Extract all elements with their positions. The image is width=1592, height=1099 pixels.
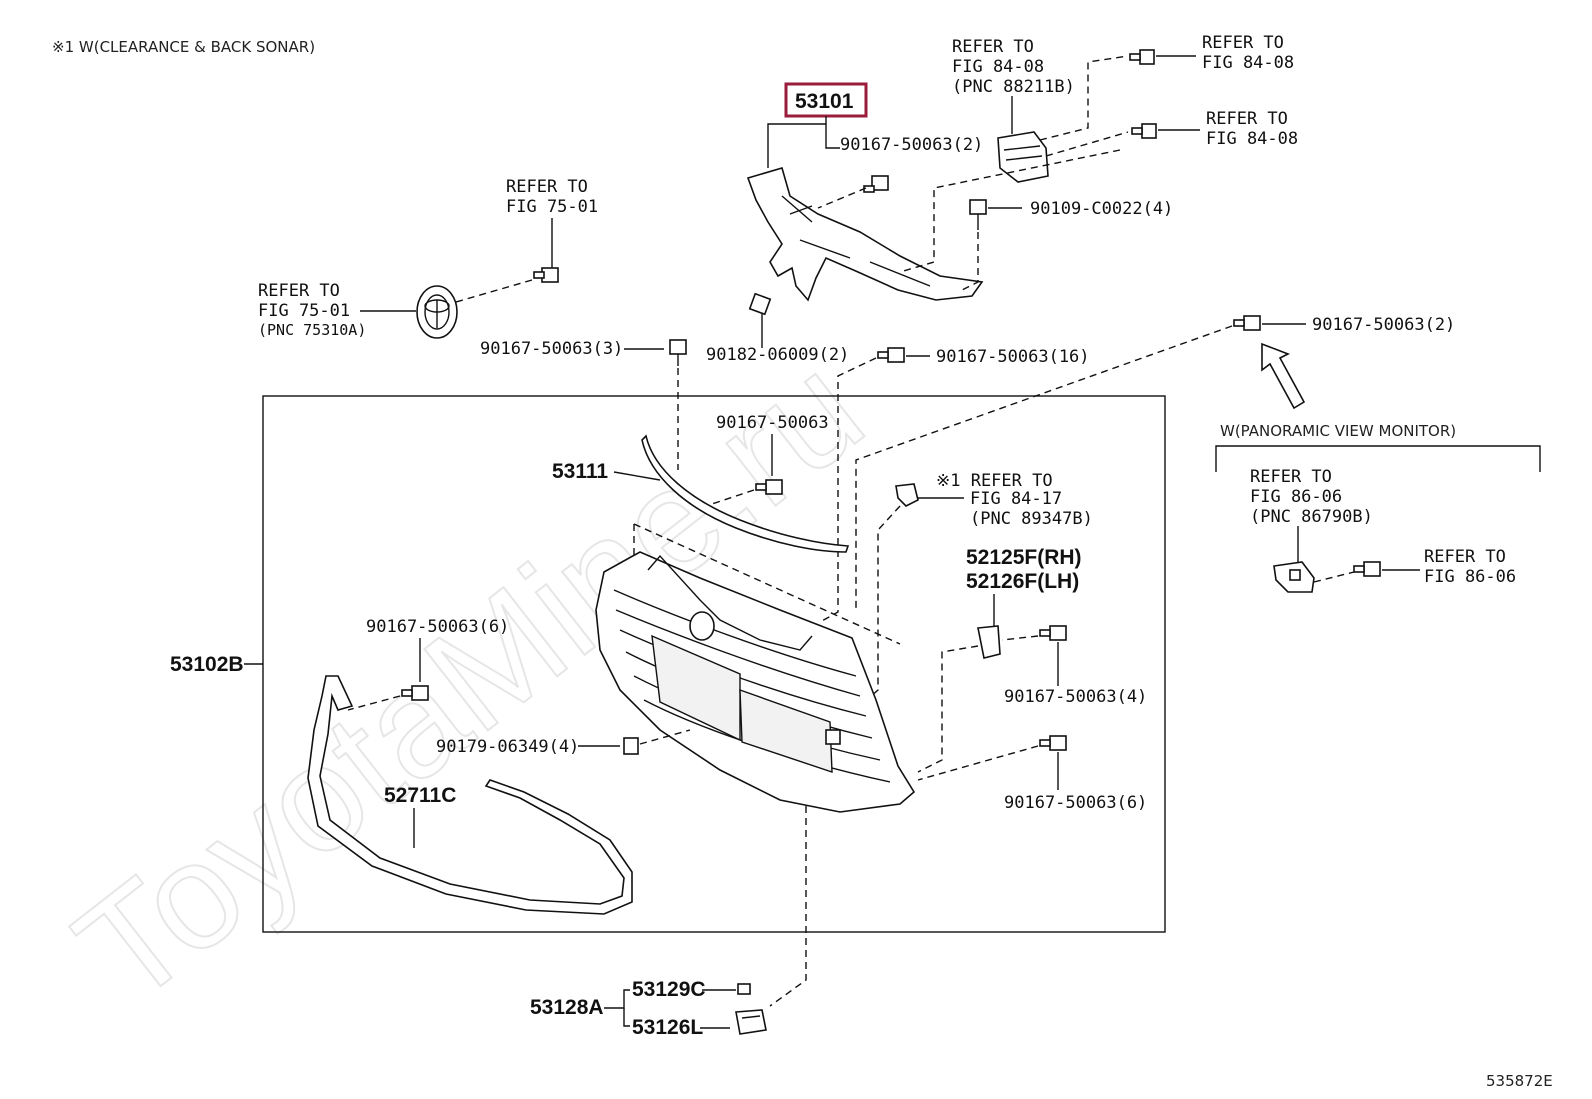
- bolt-icon: [1131, 123, 1157, 139]
- ref-fig-75-01-b-line2[interactable]: FIG 75-01: [258, 301, 350, 321]
- ref-fig-86-06-b-line2[interactable]: FIG 86-06: [1424, 567, 1516, 587]
- dash-leader: [769, 806, 807, 1007]
- dash-leader: [1039, 55, 1129, 141]
- cap-icon: [737, 983, 751, 995]
- ref-fig-84-08-a-line3[interactable]: (PNC 88211B): [952, 77, 1075, 97]
- bolt-label-90109-c0022[interactable]: 90109-C0022(4): [1030, 199, 1173, 219]
- bolt-icon: [1233, 315, 1261, 331]
- part-number-52126f-lh[interactable]: 52126F(LH): [966, 570, 1079, 593]
- dash-leader: [455, 279, 533, 303]
- bolt-label-90167-50063-6-right[interactable]: 90167-50063(6): [1004, 793, 1147, 813]
- part-number-53128a[interactable]: 53128A: [530, 996, 604, 1019]
- ref-fig-84-08-b-line2[interactable]: FIG 84-08: [1202, 53, 1294, 73]
- ref-fig-84-08-c-line2[interactable]: FIG 84-08: [1206, 129, 1298, 149]
- upper-support-bracket: [746, 167, 984, 302]
- bolt-label-90167-50063-single[interactable]: 90167-50063: [716, 413, 829, 433]
- ref-fig-84-08-c-line1[interactable]: REFER TO: [1206, 109, 1288, 129]
- bolt-icon: [1039, 735, 1067, 751]
- clearance-sensor-icon: [997, 131, 1049, 183]
- part-number-53129c[interactable]: 53129C: [632, 978, 706, 1001]
- clip-label-90179-06349-4[interactable]: 90179-06349(4): [436, 737, 579, 757]
- bolt-icon: [1039, 625, 1067, 641]
- part-number-52711c[interactable]: 52711C: [384, 784, 456, 807]
- ref-fig-84-17-line2[interactable]: FIG 84-17: [970, 489, 1062, 509]
- note-clearance-back-sonar: ※1 W(CLEARANCE & BACK SONAR): [52, 38, 315, 56]
- dash-leader: [855, 325, 1233, 610]
- dash-leader: [1001, 635, 1039, 641]
- radiator-grille-53111: [595, 523, 916, 813]
- leader: [623, 1008, 630, 1027]
- part-number-53102b[interactable]: 53102B: [170, 653, 244, 676]
- bolt-icon: [755, 479, 783, 495]
- leader-53101-bracket: [767, 116, 827, 168]
- bolt-icon: [863, 175, 889, 193]
- dash-leader: [1313, 571, 1355, 583]
- clip-icon: [623, 737, 639, 755]
- ref-fig-84-08-b-line1[interactable]: REFER TO: [1202, 33, 1284, 53]
- bolt-icon: [401, 685, 429, 701]
- dash-leader: [961, 232, 979, 291]
- bolt-label-90167-50063-16[interactable]: 90167-50063(16): [936, 347, 1090, 367]
- arrow-up-icon: [1261, 342, 1306, 410]
- part-number-53101[interactable]: 53101: [795, 90, 854, 113]
- diagram-id: 535872E: [1486, 1072, 1553, 1090]
- ref-fig-86-06-b-line1[interactable]: REFER TO: [1424, 547, 1506, 567]
- part-number-53111[interactable]: 53111: [552, 460, 608, 483]
- ref-fig-84-08-a-line2[interactable]: FIG 84-08: [952, 57, 1044, 77]
- bolt-label-90167-50063-2-right[interactable]: 90167-50063(2): [1312, 315, 1455, 335]
- bolt-icon: [1353, 561, 1381, 577]
- towing-hook-cover-icon: [735, 1009, 767, 1035]
- bracket-panoramic: [1215, 445, 1541, 472]
- dash-leader: [819, 357, 877, 623]
- part-number-53126l[interactable]: 53126L: [632, 1016, 703, 1039]
- ref-fig-75-01-b-line3[interactable]: (PNC 75310A): [258, 321, 366, 339]
- dash-leader: [711, 489, 755, 505]
- bolt-label-90167-50063-3[interactable]: 90167-50063(3): [480, 339, 623, 359]
- ref-fig-75-01-a-line1[interactable]: REFER TO: [506, 177, 588, 197]
- ref-fig-86-06-a-line2[interactable]: FIG 86-06: [1250, 487, 1342, 507]
- bolt-label-90167-50063-6-left[interactable]: 90167-50063(6): [366, 617, 509, 637]
- nut-label-90182-06009-2[interactable]: 90182-06009(2): [706, 345, 849, 365]
- bolt-icon: [669, 339, 687, 366]
- dash-leader: [817, 187, 867, 209]
- ref-fig-75-01-b-line1[interactable]: REFER TO: [258, 281, 340, 301]
- retainer-bracket-icon: [977, 625, 1001, 659]
- nut-icon: [748, 292, 772, 316]
- camera-icon: [1273, 561, 1315, 593]
- ref-fig-84-08-a-line1[interactable]: REFER TO: [952, 37, 1034, 57]
- dash-leader: [1045, 131, 1129, 157]
- bolt-icon: [877, 347, 905, 363]
- dash-leader: [639, 729, 691, 745]
- ref-fig-75-01-a-line2[interactable]: FIG 75-01: [506, 197, 598, 217]
- sonar-sensor-bracket-icon: [895, 483, 919, 507]
- dash-leader: [347, 695, 401, 711]
- leader: [604, 989, 630, 1009]
- grille-lower-molding-52711c: [307, 675, 633, 915]
- dash-leader: [899, 149, 1121, 273]
- bolt-icon: [533, 267, 559, 283]
- ref-fig-86-06-a-line3[interactable]: (PNC 86790B): [1250, 507, 1373, 527]
- toyota-emblem-icon: [416, 285, 458, 339]
- bolt-label-90167-50063-2-top[interactable]: 90167-50063(2): [840, 135, 983, 155]
- bolt-icon: [969, 199, 987, 230]
- leader-53101-bolt: [825, 124, 840, 149]
- bolt-label-90167-50063-4[interactable]: 90167-50063(4): [1004, 687, 1147, 707]
- ref-fig-84-17-line3[interactable]: (PNC 89347B): [970, 509, 1093, 529]
- bolt-icon: [1129, 49, 1155, 65]
- part-number-52125f-rh[interactable]: 52125F(RH): [966, 546, 1082, 569]
- grille-upper-molding-53111: [641, 434, 850, 553]
- dash-leader: [917, 745, 1039, 781]
- note-panoramic-view-monitor: W(PANORAMIC VIEW MONITOR): [1220, 422, 1456, 440]
- dash-leader: [917, 645, 979, 773]
- leader: [613, 471, 661, 481]
- ref-fig-86-06-a-line1[interactable]: REFER TO: [1250, 467, 1332, 487]
- dash-leader: [861, 505, 901, 705]
- ref-fig-84-17-line1[interactable]: ※1 REFER TO: [936, 471, 1053, 491]
